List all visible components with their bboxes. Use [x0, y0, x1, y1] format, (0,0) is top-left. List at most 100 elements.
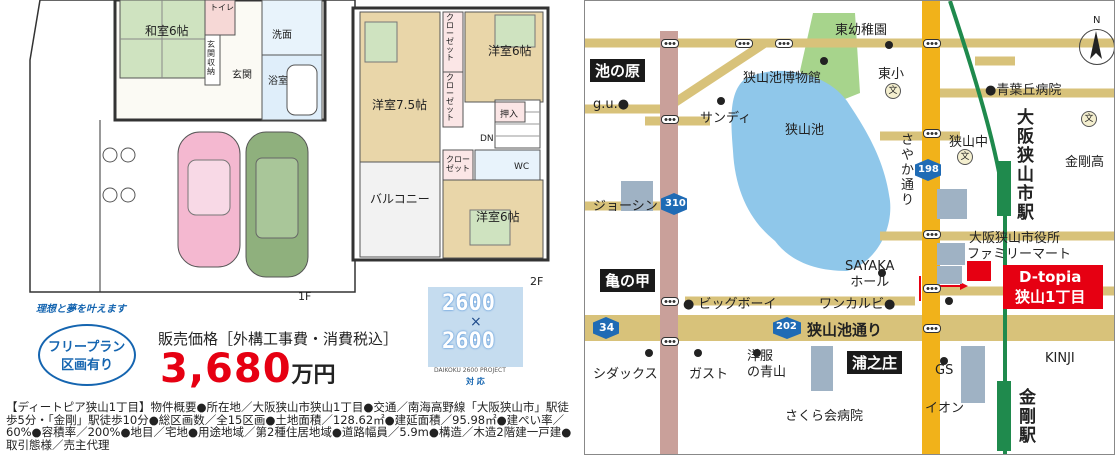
label-sayaka-hall: SAYAKA ホール	[845, 259, 895, 290]
floor-label-2f: 2F	[530, 275, 544, 288]
poi-dot	[717, 97, 725, 105]
poi-dot	[753, 349, 761, 357]
signal-icon	[661, 297, 679, 306]
label-wankarubi: ワンカルビ●	[819, 297, 896, 312]
poi-dot	[645, 349, 653, 357]
room-genkan-shuno: 玄関収納	[207, 40, 215, 76]
label-sayaka-dori: さやか通り	[901, 133, 915, 208]
spec-text: 【ディートピア狭山1丁目】物件概要●所在地／大阪狭山市狭山1丁目●交通／南海高野…	[6, 401, 572, 452]
badge-line-2: 区画有り	[61, 358, 114, 373]
dtopia-callout	[1003, 265, 1103, 309]
signal-icon	[923, 324, 941, 333]
signal-icon	[661, 39, 679, 48]
label-aeon: イオン	[925, 401, 965, 416]
label-osakasayamashi-station: 大阪狭山市駅	[1017, 108, 1034, 223]
label-gusto: ガスト	[689, 367, 729, 382]
school-icon: 文	[957, 149, 973, 165]
label-aobaoka: ●青葉丘病院	[985, 83, 1062, 98]
joshin-building	[621, 181, 653, 211]
poi-dot	[694, 349, 702, 357]
label-dtopia: D-topia 狭山1丁目	[1015, 268, 1086, 306]
room-closet-3: クローゼット	[446, 155, 470, 173]
label-city-office: 大阪狭山市役所	[969, 231, 1061, 246]
label-shidax: シダックス	[593, 367, 658, 382]
room-toilet: トイレ	[210, 3, 234, 12]
label-museum: 狭山池博物館	[743, 71, 822, 86]
price-value: 3,680	[160, 346, 292, 392]
area-map: 文 文 文 198 310 34 202 池の原 亀の甲 浦之庄 東幼稚園 狭山…	[584, 0, 1115, 455]
label-sayamaike: 狭山池	[785, 123, 825, 138]
project-badge-times: ×	[470, 314, 482, 330]
school-icon: 文	[885, 83, 901, 99]
route-198-shield	[915, 159, 941, 181]
label-aoyama: 洋服 の青山	[747, 349, 787, 380]
label-kongo-high: 金剛高	[1065, 155, 1105, 170]
room-yoshitsu-75: 洋室7.5帖	[372, 98, 428, 112]
label-gu: g.u.●	[593, 97, 630, 112]
gs-building	[961, 346, 985, 381]
room-senmen: 洗面	[272, 30, 292, 41]
room-oshiire: 押入	[500, 110, 519, 120]
poi-dot	[878, 269, 886, 277]
area-ikenohara: 池の原	[590, 59, 646, 82]
room-balcony: バルコニー	[370, 192, 430, 206]
sakurakai-building	[811, 346, 833, 391]
familymart-building	[937, 243, 965, 265]
north-arrow-glyph	[1090, 31, 1102, 59]
city-office-building	[937, 189, 967, 219]
sayaka-hall-building	[937, 266, 962, 284]
label-kinji: KINJI	[1045, 351, 1075, 366]
route-198-label: 198	[918, 164, 939, 175]
north-label: N	[1093, 15, 1101, 26]
school-icon: 文	[1081, 111, 1097, 127]
signal-icon	[923, 39, 941, 48]
label-sayamaike-dori: 狭山池通り	[807, 321, 883, 339]
poi-dot	[940, 357, 948, 365]
signal-icon	[923, 230, 941, 239]
room-yoshitsu-6b: 洋室6帖	[476, 210, 520, 224]
label-higashi-yochien: 東幼稚園	[835, 23, 888, 38]
free-plan-badge: 理想と夢を叶えます フリープラン 区画有り	[28, 300, 143, 388]
route-202-shield	[773, 317, 801, 339]
floorplan-section: 和室6帖 トイレ 洗面 玄関収納 玄関 浴室 1F クローゼット 洋室6帖 クロ…	[0, 0, 570, 303]
stairs-dn: DN	[480, 134, 494, 144]
poi-dot	[885, 41, 893, 49]
floorplan-1f-drawing	[29, 0, 356, 293]
route-34-label: 34	[599, 321, 615, 334]
room-closet-2: クローゼット	[446, 73, 454, 122]
route-310-label: 310	[665, 198, 686, 209]
room-washitsu: 和室6帖	[145, 24, 189, 38]
project-badge-box	[428, 287, 523, 367]
area-kamenoko: 亀の甲	[600, 269, 656, 292]
signal-icon	[775, 39, 793, 48]
room-wc: WC	[514, 162, 530, 172]
poi-dot	[820, 57, 828, 65]
label-gs: GS	[935, 363, 954, 378]
label-joshin: ジョーシン	[593, 199, 658, 214]
label-sakurakai: さくら会病院	[785, 409, 864, 424]
route-34-shield	[593, 317, 619, 339]
room-yoshitsu-6a: 洋室6帖	[488, 44, 532, 58]
project-badge-caption: DAIKOKU 2600 PROJECT	[434, 367, 506, 374]
room-genkan: 玄関	[232, 70, 252, 81]
project-badge: 2600 × 2600 DAIKOKU 2600 PROJECT 対 応	[428, 287, 528, 387]
project-badge-bottom: 2600	[442, 329, 495, 354]
dtopia-marker	[967, 261, 991, 281]
route-202-label: 202	[776, 321, 797, 332]
signal-icon	[923, 284, 941, 293]
badge-circle	[38, 324, 136, 386]
area-uranosho: 浦之庄	[847, 351, 903, 374]
floorplan-2f-drawing	[351, 6, 550, 262]
room-closet-1: クローゼット	[446, 13, 454, 62]
label-kongo-station: 金剛駅	[1019, 388, 1036, 446]
room-yokushitsu: 浴室	[268, 76, 288, 87]
price-unit: 万円	[291, 363, 336, 388]
route-310-shield	[661, 193, 687, 215]
label-sayamachu: 狭山中	[949, 135, 989, 150]
label-big-boy: ● ビッグボーイ	[683, 297, 777, 312]
project-badge-top: 2600	[442, 291, 495, 316]
poi-dot	[945, 297, 953, 305]
signal-icon	[923, 129, 941, 138]
label-familymart: ファミリーマート	[967, 247, 1072, 262]
label-sandi: サンディ	[700, 111, 752, 126]
